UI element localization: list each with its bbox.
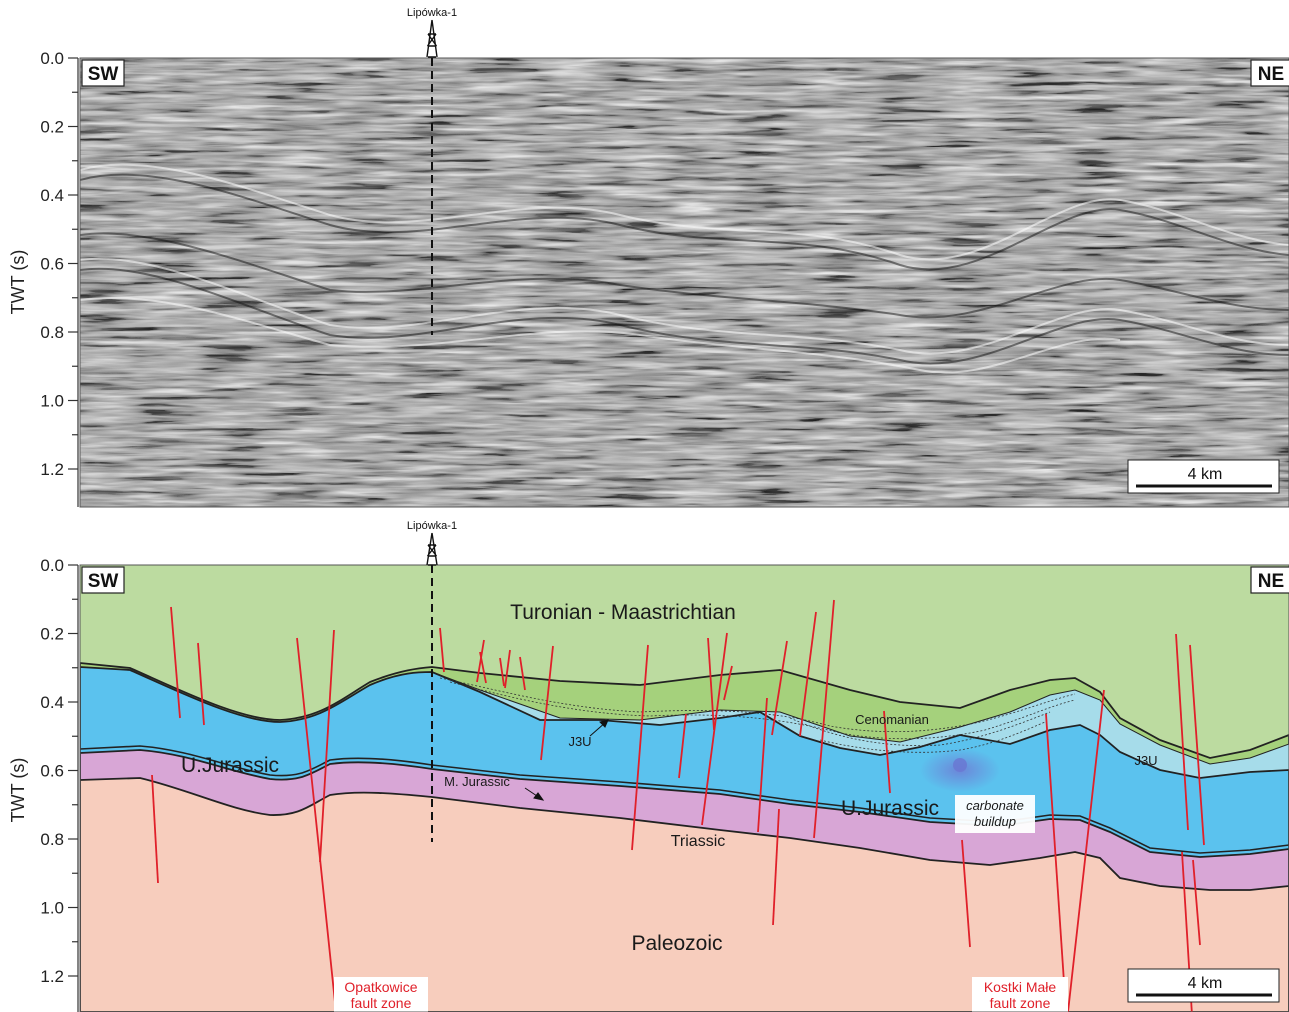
svg-text:Opatkowice: Opatkowice [344, 979, 417, 995]
top-y-ticks: 0.0 0.2 0.4 0.6 0.8 1.0 1.2 [40, 49, 78, 479]
top-y-tick-label: 0.0 [40, 49, 64, 68]
bottom-y-tick-label: 0.2 [40, 625, 64, 644]
label-arrows [524, 719, 609, 801]
svg-text:NE: NE [1258, 64, 1284, 85]
top-y-tick-label: 0.4 [40, 186, 64, 205]
top-y-tick-label: 1.2 [40, 460, 64, 479]
bottom-ne-label: NE [1250, 566, 1289, 594]
top-scale-bar: 4 km [1127, 459, 1280, 494]
top-panel: 0.0 0.2 0.4 0.6 0.8 1.0 1.2 TWT (s) SW NE Lipó… [8, 7, 1289, 508]
svg-text:buildup: buildup [974, 814, 1016, 829]
svg-text:4 km: 4 km [1188, 975, 1223, 992]
top-panel-frame [79, 57, 1289, 508]
bottom-y-axis-title: TWT (s) [8, 758, 28, 823]
label-mjurassic: M. Jurassic [444, 774, 510, 789]
svg-text:fault zone: fault zone [990, 995, 1051, 1011]
label-paleozoic: Paleozoic [631, 932, 722, 955]
svg-text:SW: SW [88, 571, 119, 592]
bottom-scale-bar: 4 km [1127, 968, 1280, 1003]
top-y-tick-label: 0.2 [40, 118, 64, 137]
top-y-tick-label: 0.8 [40, 323, 64, 342]
bottom-panel: Turonian - Maastrichtian Cenomanian J3U … [8, 520, 1289, 1012]
paleozoic-layer [80, 777, 1289, 1012]
svg-text:SW: SW [88, 64, 119, 85]
label-ujurassic-right: U.Jurassic [841, 797, 939, 820]
svg-text:fault zone: fault zone [351, 995, 412, 1011]
carbonate-buildup-marker [953, 758, 967, 772]
derrick-icon [426, 532, 438, 566]
derrick-icon [426, 19, 438, 58]
bottom-y-tick-label: 1.0 [40, 899, 64, 918]
bottom-y-tick-label: 0.8 [40, 830, 64, 849]
bottom-sw-label: SW [81, 566, 125, 594]
label-cenomanian: Cenomanian [855, 712, 929, 727]
label-carbonate-buildup: carbonate buildup [955, 795, 1035, 833]
bottom-y-ticks: 0.0 0.2 0.4 0.6 0.8 1.0 1.2 [40, 556, 78, 986]
svg-text:carbonate: carbonate [966, 798, 1024, 813]
seismic-image [80, 58, 1289, 507]
svg-text:NE: NE [1258, 571, 1284, 592]
label-turonian: Turonian - Maastrichtian [510, 601, 736, 624]
label-opatkowice: Opatkowice fault zone [334, 977, 428, 1012]
label-kostki: Kostki Małe fault zone [972, 977, 1068, 1012]
top-y-axis-title: TWT (s) [8, 250, 28, 315]
bottom-y-tick-label: 0.0 [40, 556, 64, 575]
bottom-well-marker: Lipówka-1 [407, 520, 457, 842]
bottom-y-tick-label: 1.2 [40, 967, 64, 986]
svg-text:Lipówka-1: Lipówka-1 [407, 520, 457, 532]
bottom-y-tick-label: 0.4 [40, 693, 64, 712]
label-ujurassic-left: U.Jurassic [181, 754, 279, 777]
top-sw-label: SW [81, 59, 125, 87]
label-j3u-right: J3U [1134, 753, 1157, 768]
bottom-y-tick-label: 0.6 [40, 762, 64, 781]
top-y-tick-label: 1.0 [40, 392, 64, 411]
label-j3u-left: J3U [568, 734, 591, 749]
svg-text:4 km: 4 km [1188, 466, 1223, 483]
top-well-marker: Lipówka-1 [407, 7, 457, 335]
interpretation-layers: Turonian - Maastrichtian Cenomanian J3U … [80, 565, 1289, 1012]
svg-text:Lipówka-1: Lipówka-1 [407, 7, 457, 19]
bottom-panel-frame [79, 564, 1289, 1012]
faults [151, 599, 1205, 1012]
svg-text:Kostki Małe: Kostki Małe [984, 979, 1057, 995]
top-y-tick-label: 0.6 [40, 255, 64, 274]
label-triassic: Triassic [671, 833, 726, 850]
top-ne-label: NE [1250, 59, 1289, 87]
